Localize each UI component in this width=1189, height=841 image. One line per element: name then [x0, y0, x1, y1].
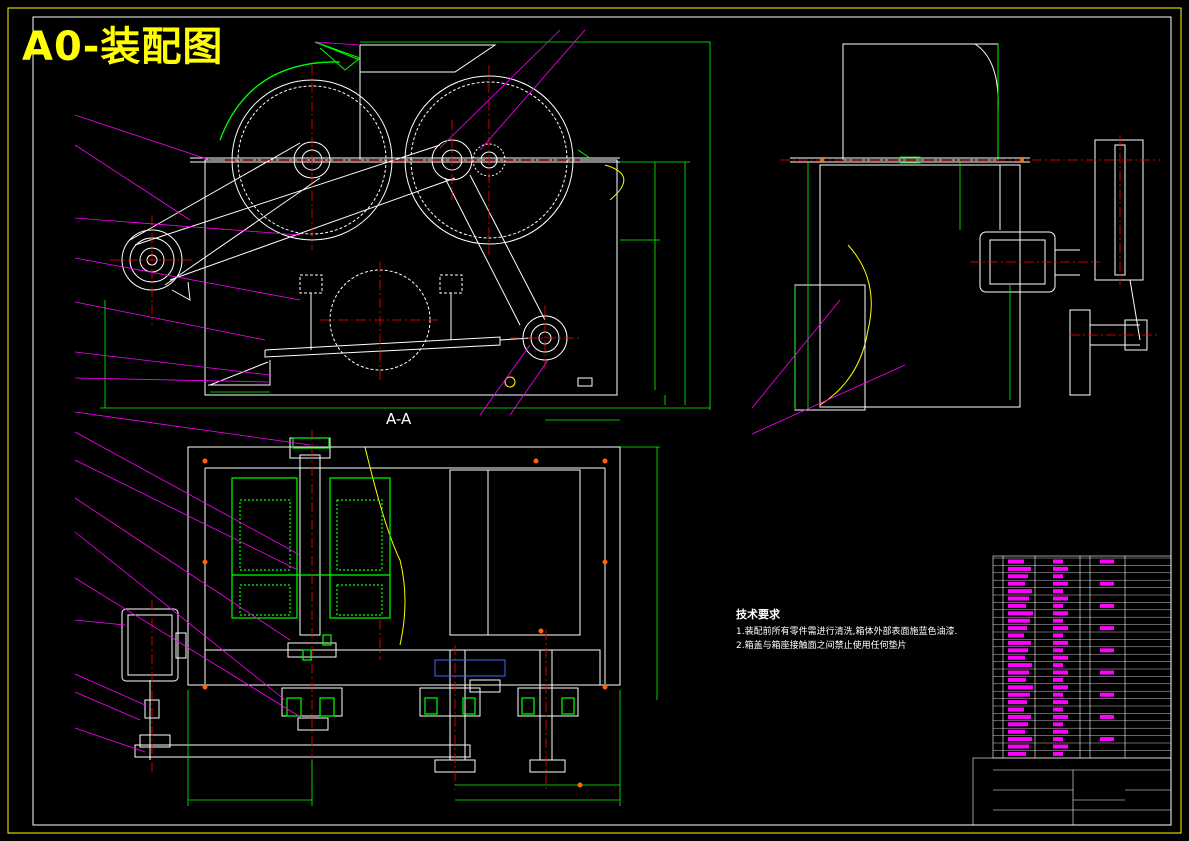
parts-row-name-mark — [1008, 596, 1029, 601]
parts-row-name-mark — [1008, 714, 1031, 719]
parts-row-material-mark — [1053, 574, 1063, 579]
parts-row-material-mark — [1053, 729, 1068, 734]
parts-row-name-mark — [1008, 633, 1024, 638]
parts-row-material-mark — [1053, 737, 1063, 742]
parts-row-material-mark — [1053, 714, 1068, 719]
outer-frame — [7, 7, 1182, 834]
parts-list-entries — [1008, 559, 1114, 756]
inner-frame — [32, 16, 1172, 826]
parts-row-name-mark — [1008, 670, 1029, 675]
parts-row-material-mark — [1053, 751, 1063, 756]
centerlines-section — [110, 65, 580, 380]
jaw-hatch — [231, 437, 575, 717]
parts-row-note-mark — [1100, 581, 1114, 586]
parts-row-name-mark — [1008, 611, 1033, 616]
parts-row-name-mark — [1008, 618, 1030, 623]
parts-row-name-mark — [1008, 685, 1033, 690]
parts-row-material-mark — [1053, 685, 1068, 690]
parts-row-name-mark — [1008, 574, 1028, 579]
parts-row-note-mark — [1100, 692, 1114, 697]
parts-row-name-mark — [1008, 581, 1025, 586]
parts-row-note-mark — [1100, 603, 1114, 608]
parts-row-material-mark — [1053, 633, 1063, 638]
parts-row-material-mark — [1053, 677, 1063, 682]
dimensions-side — [794, 156, 1011, 410]
parts-row-name-mark — [1008, 603, 1026, 608]
parts-row-name-mark — [1008, 744, 1029, 749]
leader-lines — [74, 29, 906, 753]
parts-row-material-mark — [1053, 707, 1063, 712]
centerlines-plan — [151, 430, 547, 790]
dimensions-plan — [187, 446, 660, 806]
parts-row-material-mark — [1053, 618, 1063, 623]
parts-row-material-mark — [1053, 655, 1068, 660]
parts-row-name-mark — [1008, 655, 1025, 660]
parts-row-name-mark — [1008, 700, 1027, 705]
parts-row-note-mark — [1100, 670, 1114, 675]
dimensions-section — [100, 41, 711, 421]
parts-row-name-mark — [1008, 648, 1028, 653]
parts-row-name-mark — [1008, 677, 1026, 682]
parts-row-material-mark — [1053, 611, 1068, 616]
plan-view — [121, 437, 621, 773]
parts-row-name-mark — [1008, 626, 1027, 631]
parts-row-note-mark — [1100, 714, 1114, 719]
parts-row-name-mark — [1008, 751, 1026, 756]
parts-row-name-mark — [1008, 559, 1024, 564]
parts-row-material-mark — [1053, 722, 1063, 727]
parts-row-name-mark — [1008, 737, 1032, 742]
parts-row-name-mark — [1008, 663, 1032, 668]
parts-row-material-mark — [1053, 566, 1068, 571]
side-view — [790, 43, 1148, 411]
bolt-markers — [202, 158, 1024, 788]
section-view-a-a — [121, 41, 625, 396]
parts-row-name-mark — [1008, 589, 1032, 594]
parts-row-material-mark — [1053, 648, 1063, 653]
parts-row-material-mark — [1053, 603, 1063, 608]
centerlines-side — [780, 135, 1160, 336]
parts-row-material-mark — [1053, 670, 1068, 675]
parts-list — [972, 555, 1172, 826]
section-label: A-A — [386, 410, 412, 428]
parts-row-material-mark — [1053, 581, 1068, 586]
parts-row-material-mark — [1053, 596, 1068, 601]
parts-row-material-mark — [1053, 663, 1063, 668]
parts-row-name-mark — [1008, 722, 1028, 727]
parts-row-material-mark — [1053, 626, 1068, 631]
technical-requirements-heading: 技术要求 — [736, 608, 780, 621]
parts-row-material-mark — [1053, 640, 1068, 645]
parts-row-material-mark — [1053, 559, 1063, 564]
parts-row-note-mark — [1100, 559, 1114, 564]
parts-row-name-mark — [1008, 566, 1031, 571]
parts-row-note-mark — [1100, 648, 1114, 653]
parts-row-material-mark — [1053, 589, 1063, 594]
parts-list-rows — [993, 557, 1171, 751]
parts-row-name-mark — [1008, 640, 1031, 645]
parts-row-material-mark — [1053, 692, 1063, 697]
parts-row-name-mark — [1008, 692, 1030, 697]
parts-row-name-mark — [1008, 729, 1025, 734]
parts-row-material-mark — [1053, 744, 1068, 749]
technical-requirement-item: 1.装配前所有零件需进行清洗,箱体外部表面施蓝色油漆. — [736, 627, 958, 637]
technical-requirements: 技术要求 1.装配前所有零件需进行清洗,箱体外部表面施蓝色油漆. 2.箱盖与箱座… — [736, 606, 957, 653]
parts-row-material-mark — [1053, 700, 1068, 705]
drawing-title: A0-装配图 — [22, 24, 224, 70]
technical-requirement-item: 2.箱盖与箱座接触面之间禁止使用任何垫片 — [736, 641, 907, 651]
parts-row-note-mark — [1100, 626, 1114, 631]
parts-row-name-mark — [1008, 707, 1024, 712]
parts-row-note-mark — [1100, 737, 1114, 742]
